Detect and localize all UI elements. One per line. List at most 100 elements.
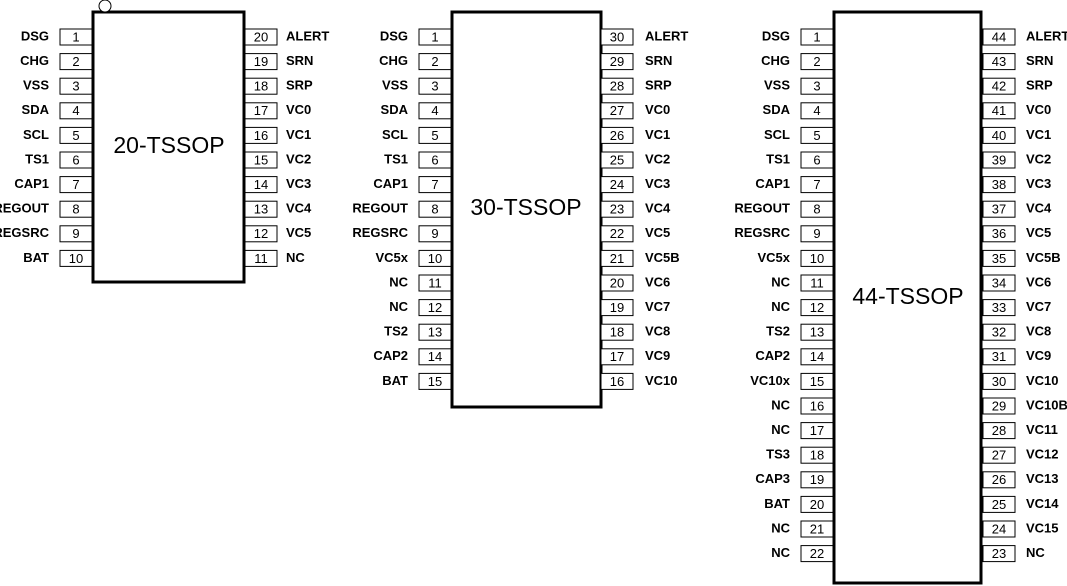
pin-box bbox=[982, 274, 1016, 292]
pin-box bbox=[600, 176, 634, 194]
pin-box bbox=[600, 151, 634, 169]
pin-number: 20 bbox=[254, 29, 268, 44]
pin-number: 16 bbox=[610, 374, 624, 389]
pin-box bbox=[600, 28, 634, 46]
pin-number: 31 bbox=[992, 349, 1006, 364]
pin-box bbox=[59, 176, 93, 194]
pin-box bbox=[982, 102, 1016, 120]
pin-box bbox=[244, 28, 278, 46]
pin-number: 26 bbox=[992, 472, 1006, 487]
pin-name: VC6 bbox=[645, 274, 670, 289]
pin-box bbox=[982, 53, 1016, 71]
pin-box bbox=[982, 126, 1016, 144]
pin-number: 15 bbox=[428, 374, 442, 389]
pin-name: BAT bbox=[382, 373, 408, 388]
pin-box bbox=[418, 126, 452, 144]
pin-name: VSS bbox=[764, 78, 790, 93]
pin-name: CAP2 bbox=[373, 348, 408, 363]
pin-box bbox=[600, 348, 634, 366]
pin-number: 26 bbox=[610, 128, 624, 143]
pin-name: VC3 bbox=[1026, 176, 1051, 191]
pin-number: 30 bbox=[610, 29, 624, 44]
pin-box bbox=[418, 372, 452, 390]
pin-box bbox=[418, 274, 452, 292]
pin-name: VC9 bbox=[1026, 348, 1051, 363]
pin-name: VC5 bbox=[1026, 225, 1051, 240]
pin-number: 2 bbox=[813, 54, 820, 69]
pin-number: 3 bbox=[72, 79, 79, 94]
pin-name: NC bbox=[771, 520, 790, 535]
pin-number: 17 bbox=[810, 423, 824, 438]
pin-number: 5 bbox=[813, 128, 820, 143]
pin-box bbox=[418, 28, 452, 46]
pin-name: VC8 bbox=[645, 324, 670, 339]
pin-box bbox=[244, 102, 278, 120]
pin-number: 12 bbox=[428, 300, 442, 315]
pin-box bbox=[600, 77, 634, 95]
pin-number: 2 bbox=[431, 54, 438, 69]
pin-number: 3 bbox=[431, 79, 438, 94]
pin-number: 29 bbox=[992, 398, 1006, 413]
pin-name: ALERT bbox=[286, 28, 329, 43]
pin-number: 16 bbox=[810, 398, 824, 413]
pin-name: ALERT bbox=[1026, 28, 1067, 43]
pin-number: 11 bbox=[810, 275, 824, 290]
pin-name: VC4 bbox=[1026, 201, 1052, 216]
pin-box bbox=[800, 299, 834, 317]
pin-number: 9 bbox=[72, 226, 79, 241]
pin-number: 1 bbox=[72, 29, 79, 44]
pin-box bbox=[244, 225, 278, 243]
pin-number: 8 bbox=[72, 202, 79, 217]
pin-number: 37 bbox=[992, 202, 1006, 217]
pin-box bbox=[418, 299, 452, 317]
pin-name: CHG bbox=[20, 53, 49, 68]
pin-box bbox=[800, 471, 834, 489]
pin-number: 10 bbox=[69, 251, 83, 266]
pin-name: VC5 bbox=[645, 225, 670, 240]
pin-name: VC0 bbox=[645, 102, 670, 117]
pin-name: CAP1 bbox=[14, 176, 49, 191]
package-label: 30-TSSOP bbox=[470, 194, 581, 220]
pin-box bbox=[59, 77, 93, 95]
pin-box bbox=[800, 249, 834, 267]
pin-name: VC15 bbox=[1026, 520, 1059, 535]
pin-box bbox=[244, 53, 278, 71]
pin-name: SCL bbox=[23, 127, 49, 142]
pin-name: DSG bbox=[380, 28, 408, 43]
pin-box bbox=[59, 200, 93, 218]
pin-left-15: 15 BAT bbox=[382, 372, 452, 390]
pin-number: 2 bbox=[72, 54, 79, 69]
pin-box bbox=[982, 397, 1016, 415]
pin-name: NC bbox=[771, 422, 790, 437]
pin-right-20: 20 ALERT bbox=[244, 28, 329, 46]
pin-number: 5 bbox=[431, 128, 438, 143]
